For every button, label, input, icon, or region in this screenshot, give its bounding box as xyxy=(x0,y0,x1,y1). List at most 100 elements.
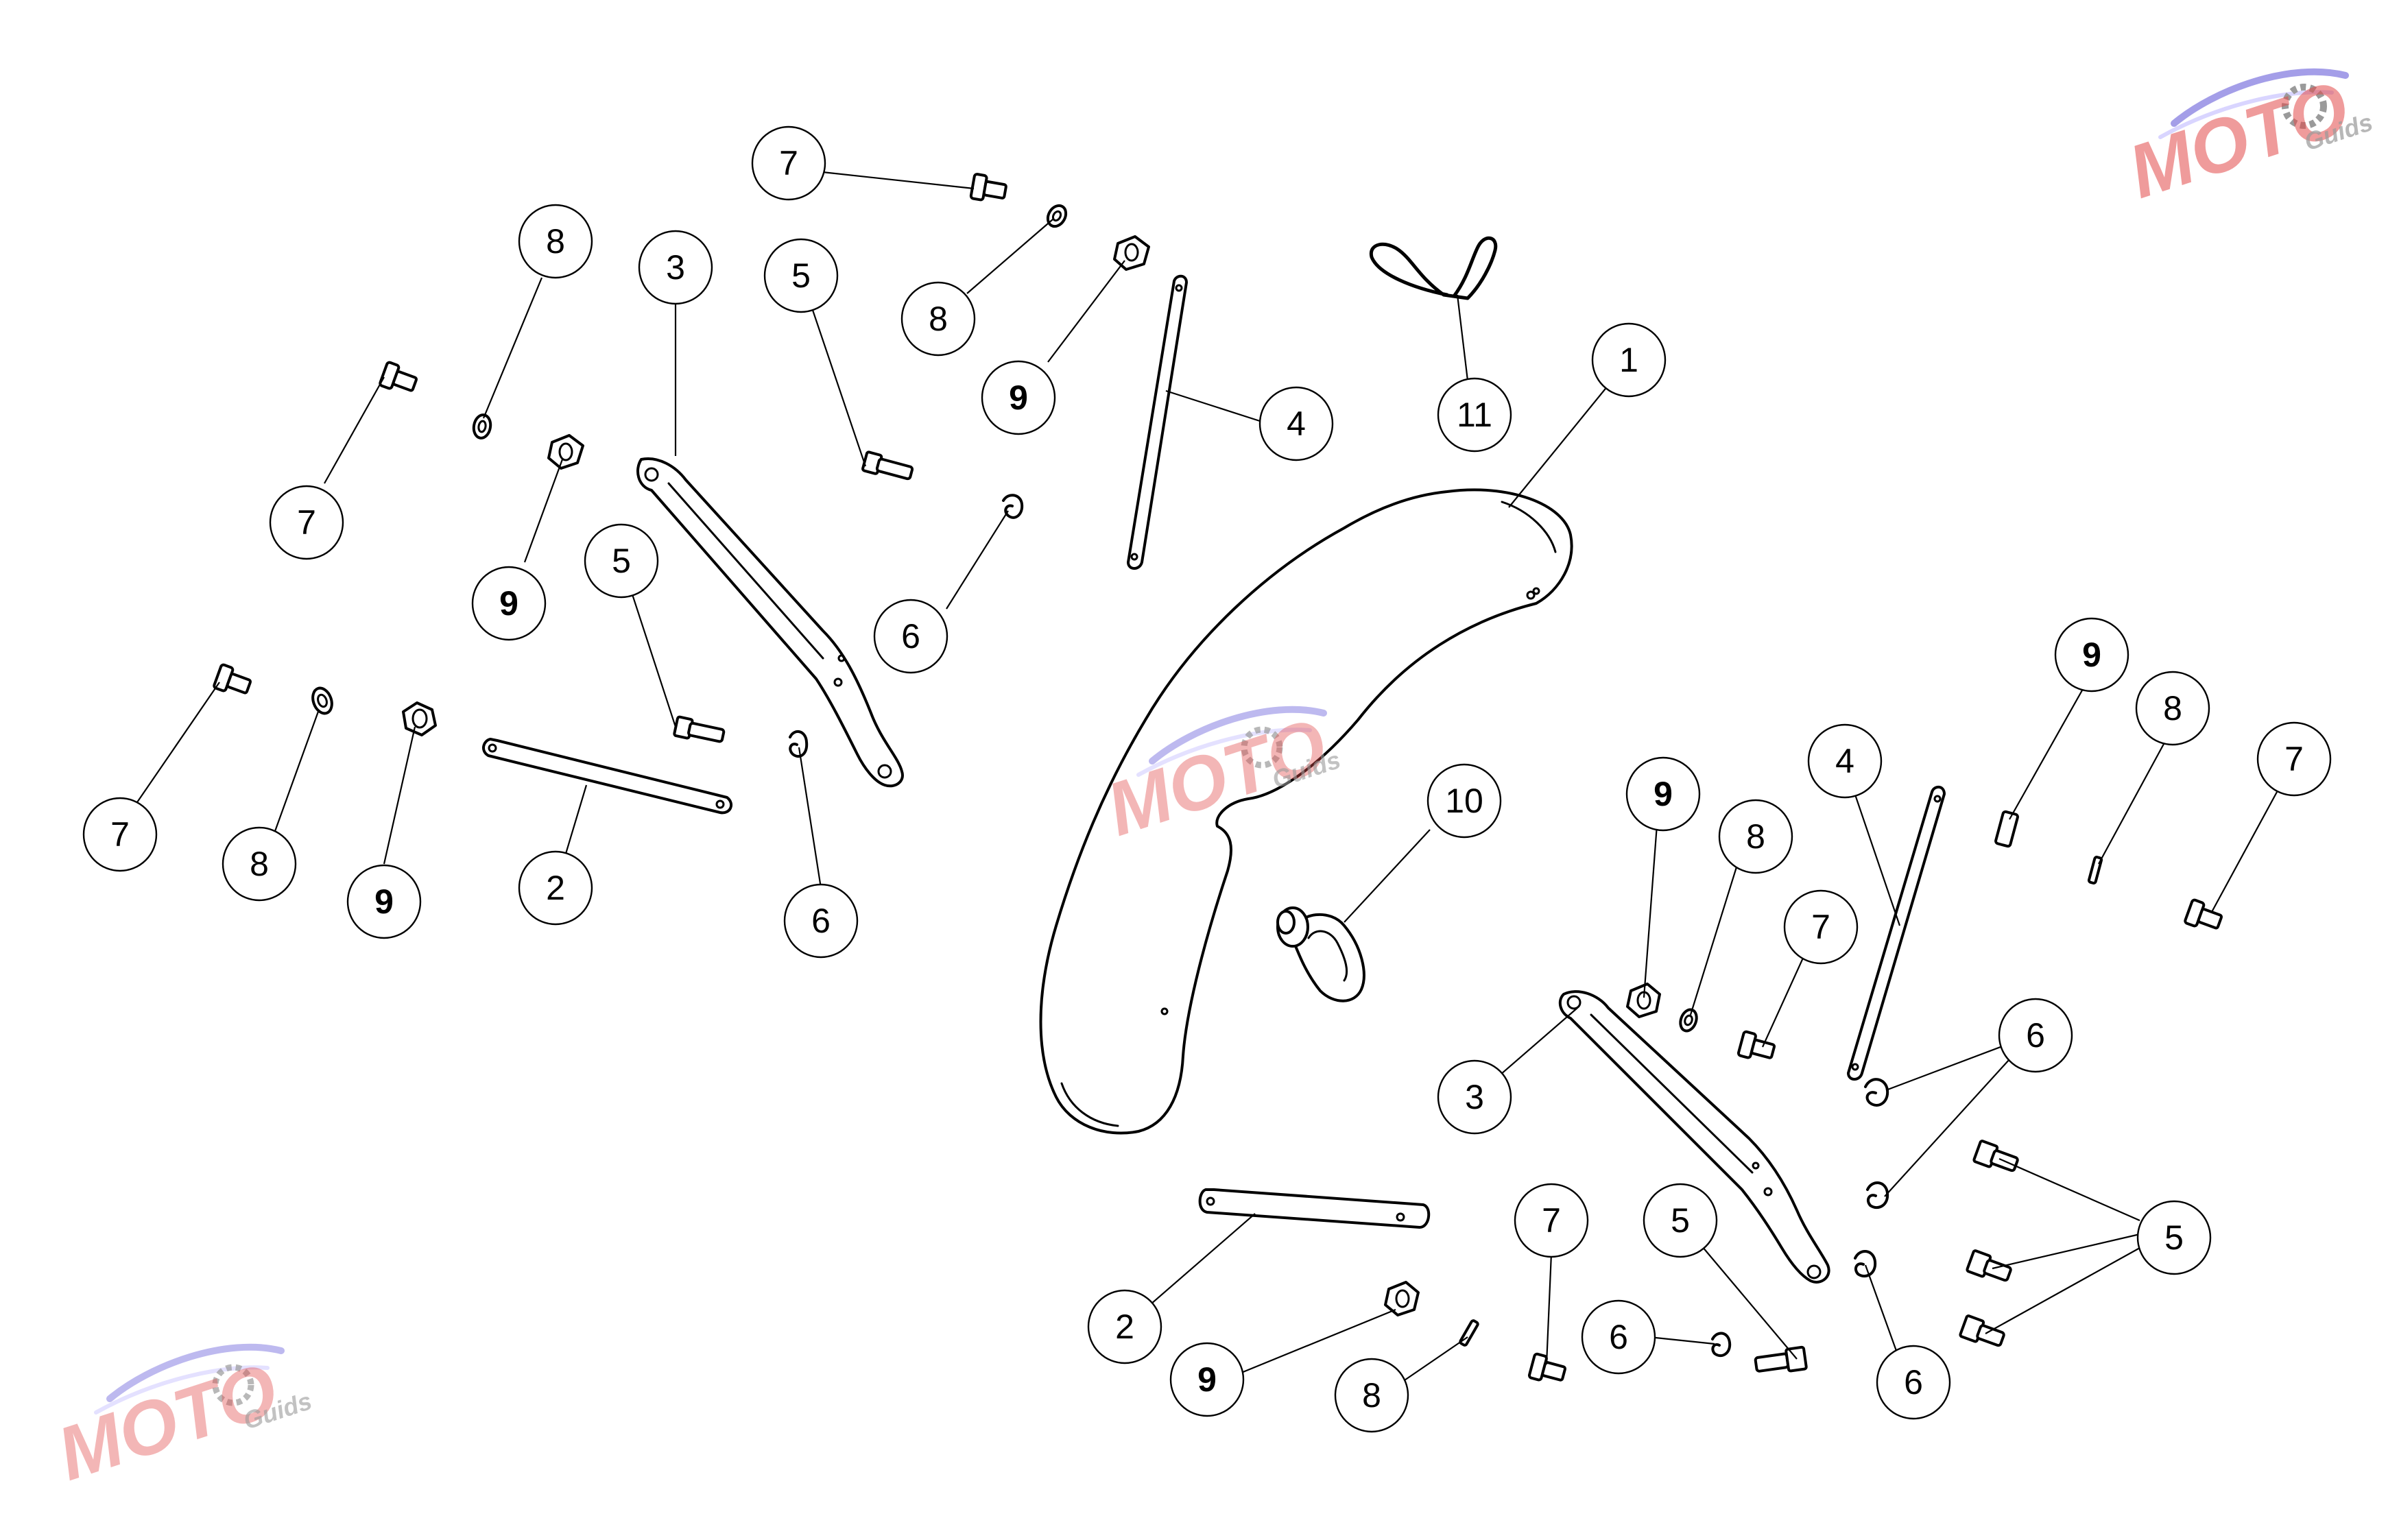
callout-number: 4 xyxy=(1287,405,1306,443)
bolt-5-e xyxy=(1959,1314,2005,1347)
callout-circle xyxy=(751,125,826,201)
callout-number: 8 xyxy=(546,222,565,261)
callout-circle xyxy=(1643,1183,1718,1258)
callout-number: 9 xyxy=(374,882,394,921)
bolt-5-c xyxy=(1972,1140,2019,1172)
callout-circle xyxy=(1998,998,2073,1073)
callout-number: 2 xyxy=(546,869,565,907)
callout-3: 3 xyxy=(1437,1059,1512,1135)
callout-circle xyxy=(763,238,839,313)
callout-number: 7 xyxy=(110,815,130,854)
callout-5: 5 xyxy=(763,238,839,313)
bolt-5-d xyxy=(1966,1249,2012,1282)
callout-7: 7 xyxy=(2256,721,2332,797)
callout-number: 8 xyxy=(1362,1376,1381,1415)
washer-8-b xyxy=(472,413,492,440)
gear-icon xyxy=(2282,84,2327,129)
callout-circle xyxy=(222,826,297,902)
gear-icon xyxy=(212,1364,254,1406)
part-strap-curved-right xyxy=(1558,990,1830,1284)
screw-7-b xyxy=(379,361,418,392)
clip-6-d xyxy=(1866,1181,1889,1210)
callout-number: 5 xyxy=(2164,1218,2184,1257)
nut-9-a xyxy=(1113,235,1150,271)
callout-7: 7 xyxy=(82,797,158,872)
callout-circle xyxy=(346,864,422,939)
callout-2: 2 xyxy=(518,850,593,926)
screw-7-e xyxy=(2184,898,2223,930)
part-strap-curved-left xyxy=(636,457,904,788)
screw-7-f xyxy=(1527,1352,1567,1382)
clip-6-c xyxy=(1864,1078,1889,1107)
callout-9: 9 xyxy=(2054,617,2129,693)
callout-number: 9 xyxy=(499,584,518,623)
screw-7-d xyxy=(1736,1030,1776,1059)
callout-number: 1 xyxy=(1619,341,1638,379)
callout-number: 9 xyxy=(2082,636,2101,674)
callout-5: 5 xyxy=(2136,1200,2212,1275)
callout-circle xyxy=(981,360,1056,435)
callout-number: 8 xyxy=(250,845,269,883)
callout-number: 10 xyxy=(1445,782,1483,820)
callout-circle xyxy=(1169,1342,1245,1417)
callout-circle xyxy=(1514,1183,1589,1258)
brand-watermark-top-right: MOTO Guids xyxy=(2118,64,2376,214)
callout-number: 5 xyxy=(612,542,631,580)
brand-watermark-bottom-left: MOTO Guids xyxy=(47,1343,315,1497)
callout-3: 3 xyxy=(638,230,713,305)
callout-circle xyxy=(1591,322,1667,398)
callout-circle xyxy=(1258,386,1334,461)
callout-10: 10 xyxy=(1427,763,1502,839)
callout-number: 9 xyxy=(1654,775,1673,813)
callout-9: 9 xyxy=(346,864,422,939)
callout-5: 5 xyxy=(584,523,659,599)
bolt-5-b xyxy=(673,715,726,743)
gear-icon xyxy=(1241,726,1283,769)
callout-circle xyxy=(1437,1059,1512,1135)
callout-2: 2 xyxy=(1087,1289,1162,1364)
callout-number: 7 xyxy=(1811,908,1830,946)
callout-number: 6 xyxy=(1609,1318,1628,1356)
part-ring-fastener xyxy=(1276,906,1365,1002)
screw-7-a xyxy=(969,173,1007,202)
callout-8: 8 xyxy=(1334,1358,1409,1433)
callout-circle xyxy=(638,230,713,305)
callout-circle xyxy=(1437,377,1512,453)
callout-8: 8 xyxy=(518,204,593,279)
washer-8-c xyxy=(311,686,333,715)
callout-7: 7 xyxy=(269,485,344,560)
bolt-5-f xyxy=(1754,1345,1808,1373)
callout-number: 6 xyxy=(1904,1363,1923,1401)
callout-6: 6 xyxy=(1876,1345,1951,1420)
callout-8: 8 xyxy=(1718,799,1793,874)
callout-number: 9 xyxy=(1197,1360,1217,1399)
clip-6-e xyxy=(1854,1250,1877,1278)
callout-number: 7 xyxy=(2284,740,2304,778)
callout-9: 9 xyxy=(981,360,1056,435)
part-flat-bar-left xyxy=(482,738,733,815)
callout-11: 11 xyxy=(1437,377,1512,453)
callout-9: 9 xyxy=(1625,756,1701,832)
washer-8-a xyxy=(1046,204,1068,228)
callout-circle xyxy=(1807,723,1883,799)
bolt-5-a xyxy=(861,450,914,481)
callout-4: 4 xyxy=(1258,386,1334,461)
callout-8: 8 xyxy=(2135,671,2210,746)
callout-7: 7 xyxy=(1514,1183,1589,1258)
callout-circle xyxy=(82,797,158,872)
callout-6: 6 xyxy=(1998,998,2073,1073)
callout-6: 6 xyxy=(783,883,859,959)
callout-8: 8 xyxy=(222,826,297,902)
callout-circle xyxy=(1581,1299,1656,1375)
part-strut-right xyxy=(1847,785,1946,1081)
callout-number: 7 xyxy=(297,503,316,542)
callout-circle xyxy=(1334,1358,1409,1433)
callout-number: 8 xyxy=(2163,689,2182,727)
callout-circle xyxy=(518,850,593,926)
part-mudguard xyxy=(1039,488,1573,1135)
callout-circle xyxy=(1625,756,1701,832)
washer-8-d xyxy=(1679,1008,1698,1033)
callout-number: 3 xyxy=(1465,1078,1484,1116)
